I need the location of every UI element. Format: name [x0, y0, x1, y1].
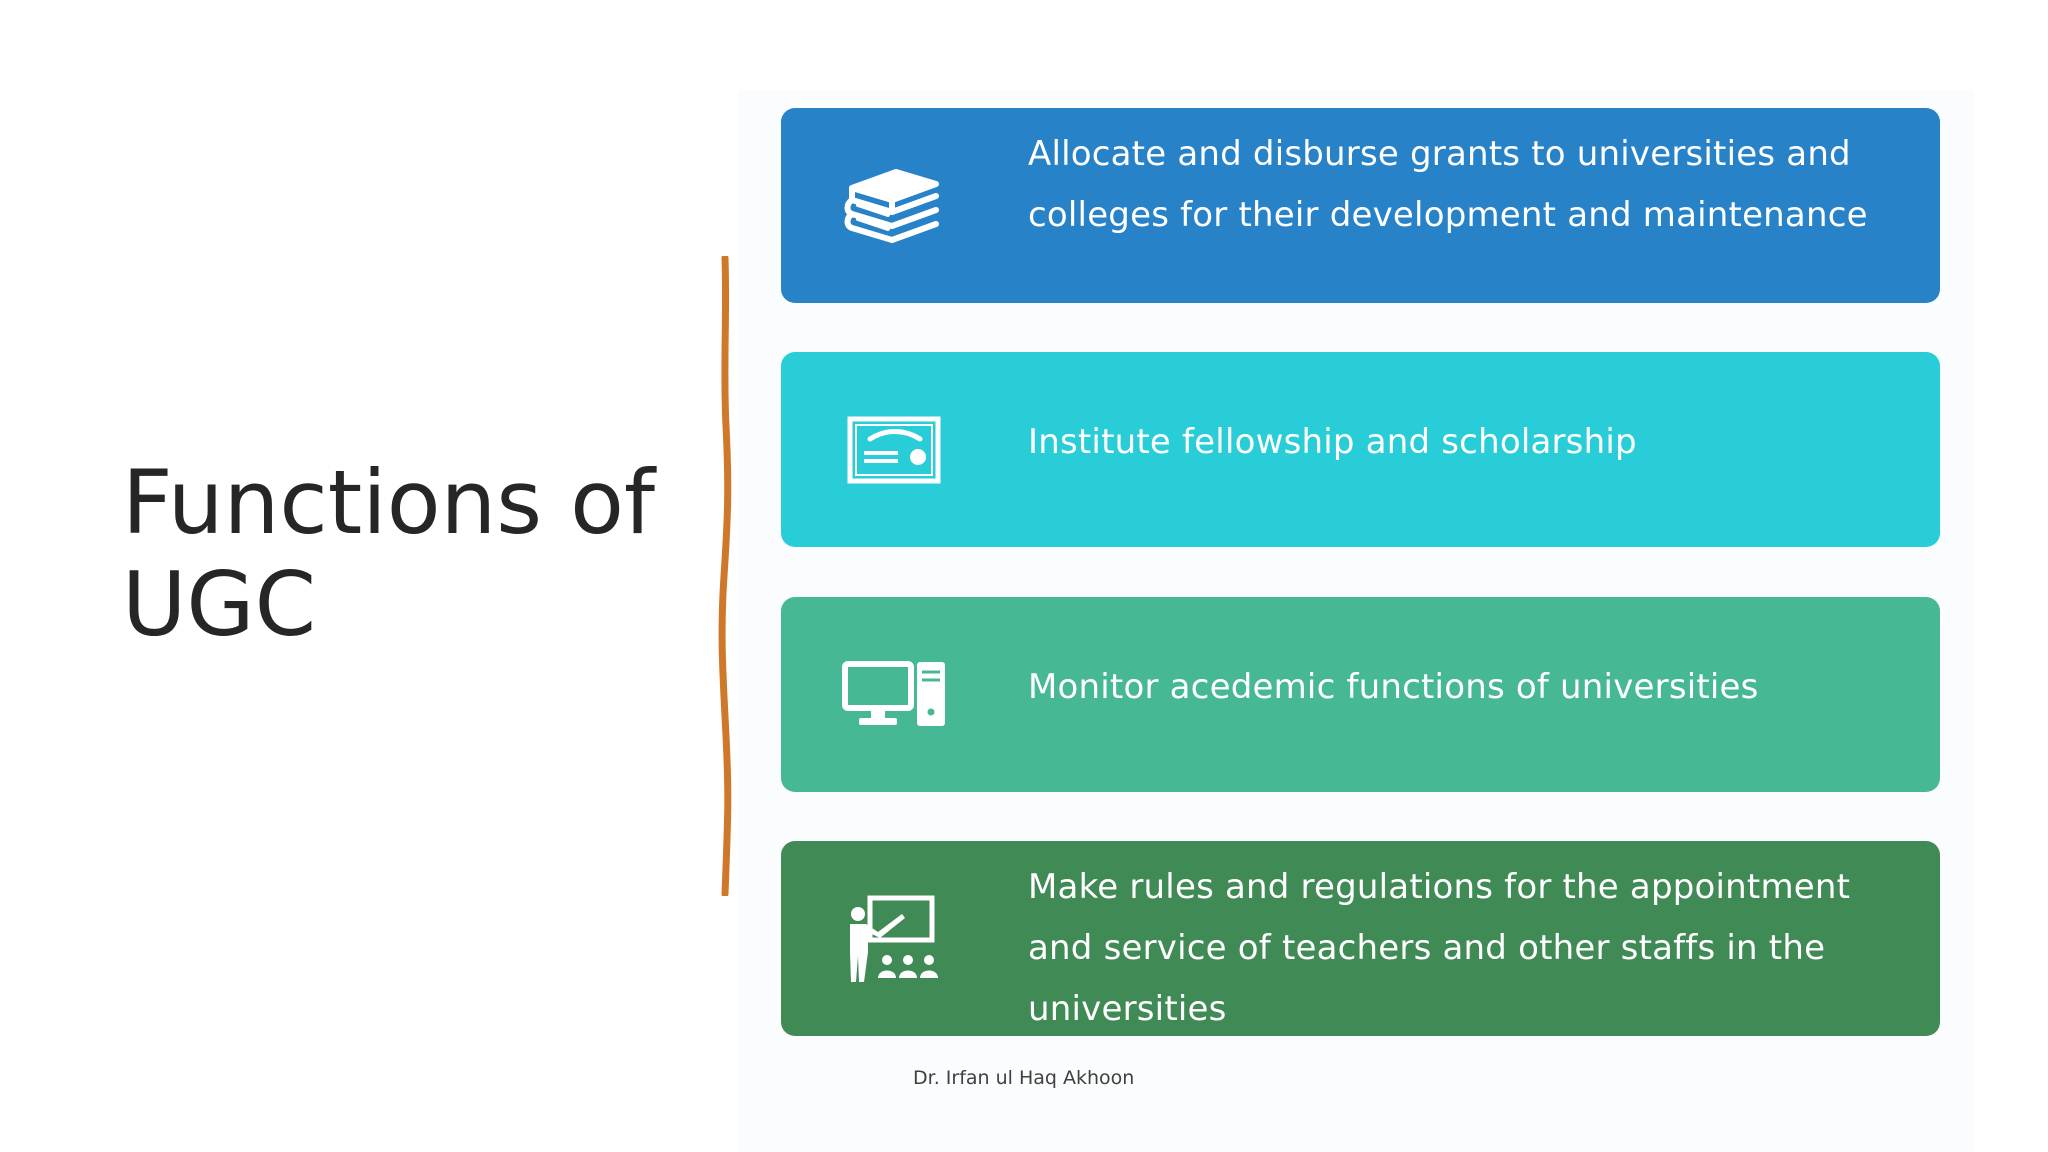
function-card-fellowship: Institute fellowship and scholarship — [781, 352, 1940, 547]
function-card-grants: Allocate and disburse grants to universi… — [781, 108, 1940, 303]
card-text-rules: Make rules and regulations for the appoi… — [1028, 867, 1851, 1029]
certificate-icon — [839, 400, 949, 500]
books-icon — [839, 156, 949, 256]
function-card-rules: Make rules and regulations for the appoi… — [781, 841, 1940, 1036]
classroom-teacher-icon — [839, 889, 949, 989]
vertical-accent-line — [718, 256, 732, 896]
slide-title: Functions of UGC — [122, 451, 655, 656]
footer-author: Dr. Irfan ul Haq Akhoon — [913, 1067, 1135, 1089]
card-text-grants: Allocate and disburse grants to universi… — [1028, 134, 1868, 235]
card-text-monitor: Monitor acedemic functions of universiti… — [1028, 666, 1759, 707]
function-card-monitor: Monitor acedemic functions of universiti… — [781, 597, 1940, 792]
card-text-fellowship: Institute fellowship and scholarship — [1028, 421, 1637, 462]
computer-icon — [839, 645, 949, 745]
